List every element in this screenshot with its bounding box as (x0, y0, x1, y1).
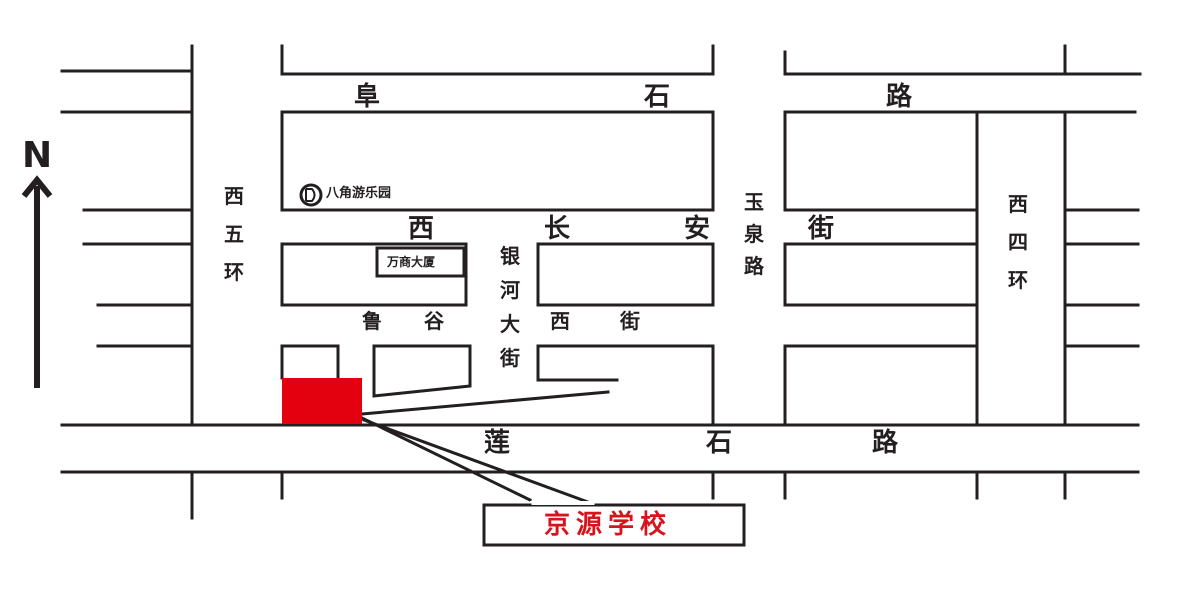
road-label-xichangan-1: 西 (408, 214, 435, 244)
city-blocks (280, 110, 979, 427)
road-label-xisihuan-2: 四 (1008, 230, 1028, 254)
north-arrow-icon (21, 175, 53, 388)
road-label-fushi-3: 路 (886, 82, 913, 112)
road-label-xiwuhuan-3: 环 (224, 260, 244, 284)
school-marker (282, 378, 362, 424)
road-label-fushi-2: 石 (644, 82, 671, 112)
road-label-yuquan-3: 路 (744, 254, 764, 278)
landmark-wanshang-label: 万商大厦 (387, 255, 436, 269)
landmark-park-label: 八角游乐园 (326, 186, 392, 201)
road-label-yuquan: 玉 泉 路 (744, 192, 764, 276)
road-lines (60, 44, 1142, 520)
road-label-xichangan-3: 安 (684, 214, 711, 244)
school-pointer (359, 390, 610, 507)
road-label-luguxi-4: 街 (620, 309, 640, 333)
road-label-lianshi-3: 路 (872, 428, 899, 458)
road-label-luguxi-3: 西 (550, 309, 570, 333)
road-label-lianshi-2: 石 (706, 428, 733, 458)
road-label-yinhe-4: 街 (500, 346, 520, 370)
road-label-xichangan-2: 长 (544, 214, 571, 244)
wanshang-building (375, 246, 466, 278)
road-label-yuquan-2: 泉 (744, 222, 764, 246)
road-label-xichangan-4: 街 (808, 214, 835, 244)
road-label-luguxi-2: 谷 (424, 309, 444, 333)
road-label-xiwuhuan-2: 五 (224, 222, 244, 246)
road-label-yuquan-1: 玉 (744, 190, 764, 214)
subway-icon (299, 183, 323, 207)
road-label-yinhe-2: 河 (500, 278, 520, 302)
road-label-luguxi-1: 鲁 (362, 309, 382, 333)
school-label: 京源学校 (544, 510, 673, 540)
north-label: N (22, 135, 53, 176)
road-label-yinhe-3: 大 (500, 312, 520, 336)
road-label-xisihuan-3: 环 (1008, 268, 1028, 292)
road-label-yinhe: 银 河 大 街 (500, 246, 520, 368)
road-label-xisihuan-1: 西 (1008, 192, 1028, 216)
road-label-xisihuan: 西 四 环 (1008, 194, 1028, 290)
road-label-yinhe-1: 银 (500, 244, 520, 268)
road-label-lianshi-1: 莲 (484, 428, 511, 458)
road-label-xiwuhuan: 西 五 环 (224, 186, 244, 282)
road-label-fushi-1: 阜 (354, 82, 381, 112)
road-label-xiwuhuan-1: 西 (224, 184, 244, 208)
